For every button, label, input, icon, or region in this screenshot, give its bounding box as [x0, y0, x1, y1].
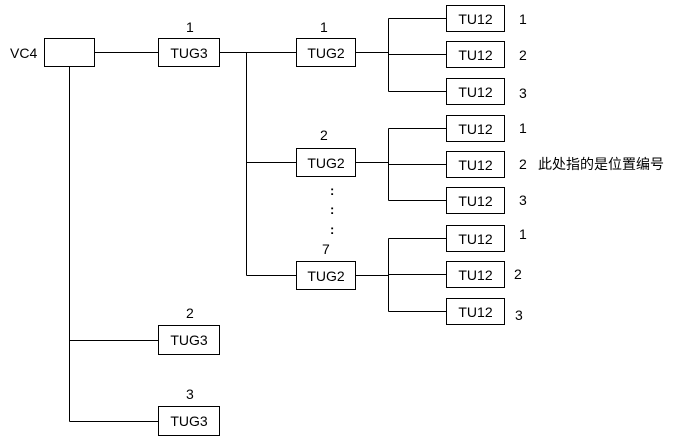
tu12-index: 3 — [515, 307, 523, 323]
tug2-box-1: TUG2 — [296, 38, 356, 67]
tu12-box: TU12 — [446, 187, 505, 214]
tug3-box-3: TUG3 — [158, 406, 220, 436]
tug3-index-3: 3 — [186, 386, 194, 402]
tu12-box: TU12 — [446, 41, 505, 68]
ellipsis-dot-3: : — [330, 222, 335, 237]
vc4-label: VC4 — [10, 45, 38, 61]
tug2-index-2: 2 — [320, 127, 328, 143]
vc4-box — [44, 38, 95, 67]
tug2-index-7: 7 — [322, 241, 330, 257]
tu12-box: TU12 — [446, 298, 505, 325]
tu12-box: TU12 — [446, 78, 505, 105]
tug2-box-7: TUG2 — [296, 261, 356, 290]
tu12-box: TU12 — [446, 225, 505, 252]
tug2-box-2: TUG2 — [296, 148, 356, 177]
tu12-index: 2 — [519, 156, 527, 172]
tu12-index: 3 — [519, 192, 527, 208]
tu12-index: 1 — [519, 11, 527, 27]
tug3-index-1: 1 — [186, 19, 194, 35]
tu12-box: TU12 — [446, 115, 505, 142]
ellipsis-dot-2: : — [330, 202, 335, 217]
tu12-index: 1 — [519, 226, 527, 242]
tu12-index: 2 — [519, 47, 527, 63]
tu12-index: 2 — [514, 266, 522, 282]
ellipsis-dot-1: : — [330, 183, 335, 198]
tu12-box: TU12 — [446, 151, 505, 178]
tu12-box: TU12 — [446, 261, 505, 288]
tug3-box-2: TUG3 — [158, 325, 220, 355]
tu12-index: 1 — [519, 120, 527, 136]
tug3-box-1: TUG3 — [158, 38, 220, 67]
tu12-box: TU12 — [446, 5, 505, 32]
tug2-index-1: 1 — [320, 19, 328, 35]
position-number-annotation: 此处指的是位置编号 — [538, 156, 664, 172]
tug3-index-2: 2 — [186, 305, 194, 321]
tu12-index: 3 — [519, 85, 527, 101]
